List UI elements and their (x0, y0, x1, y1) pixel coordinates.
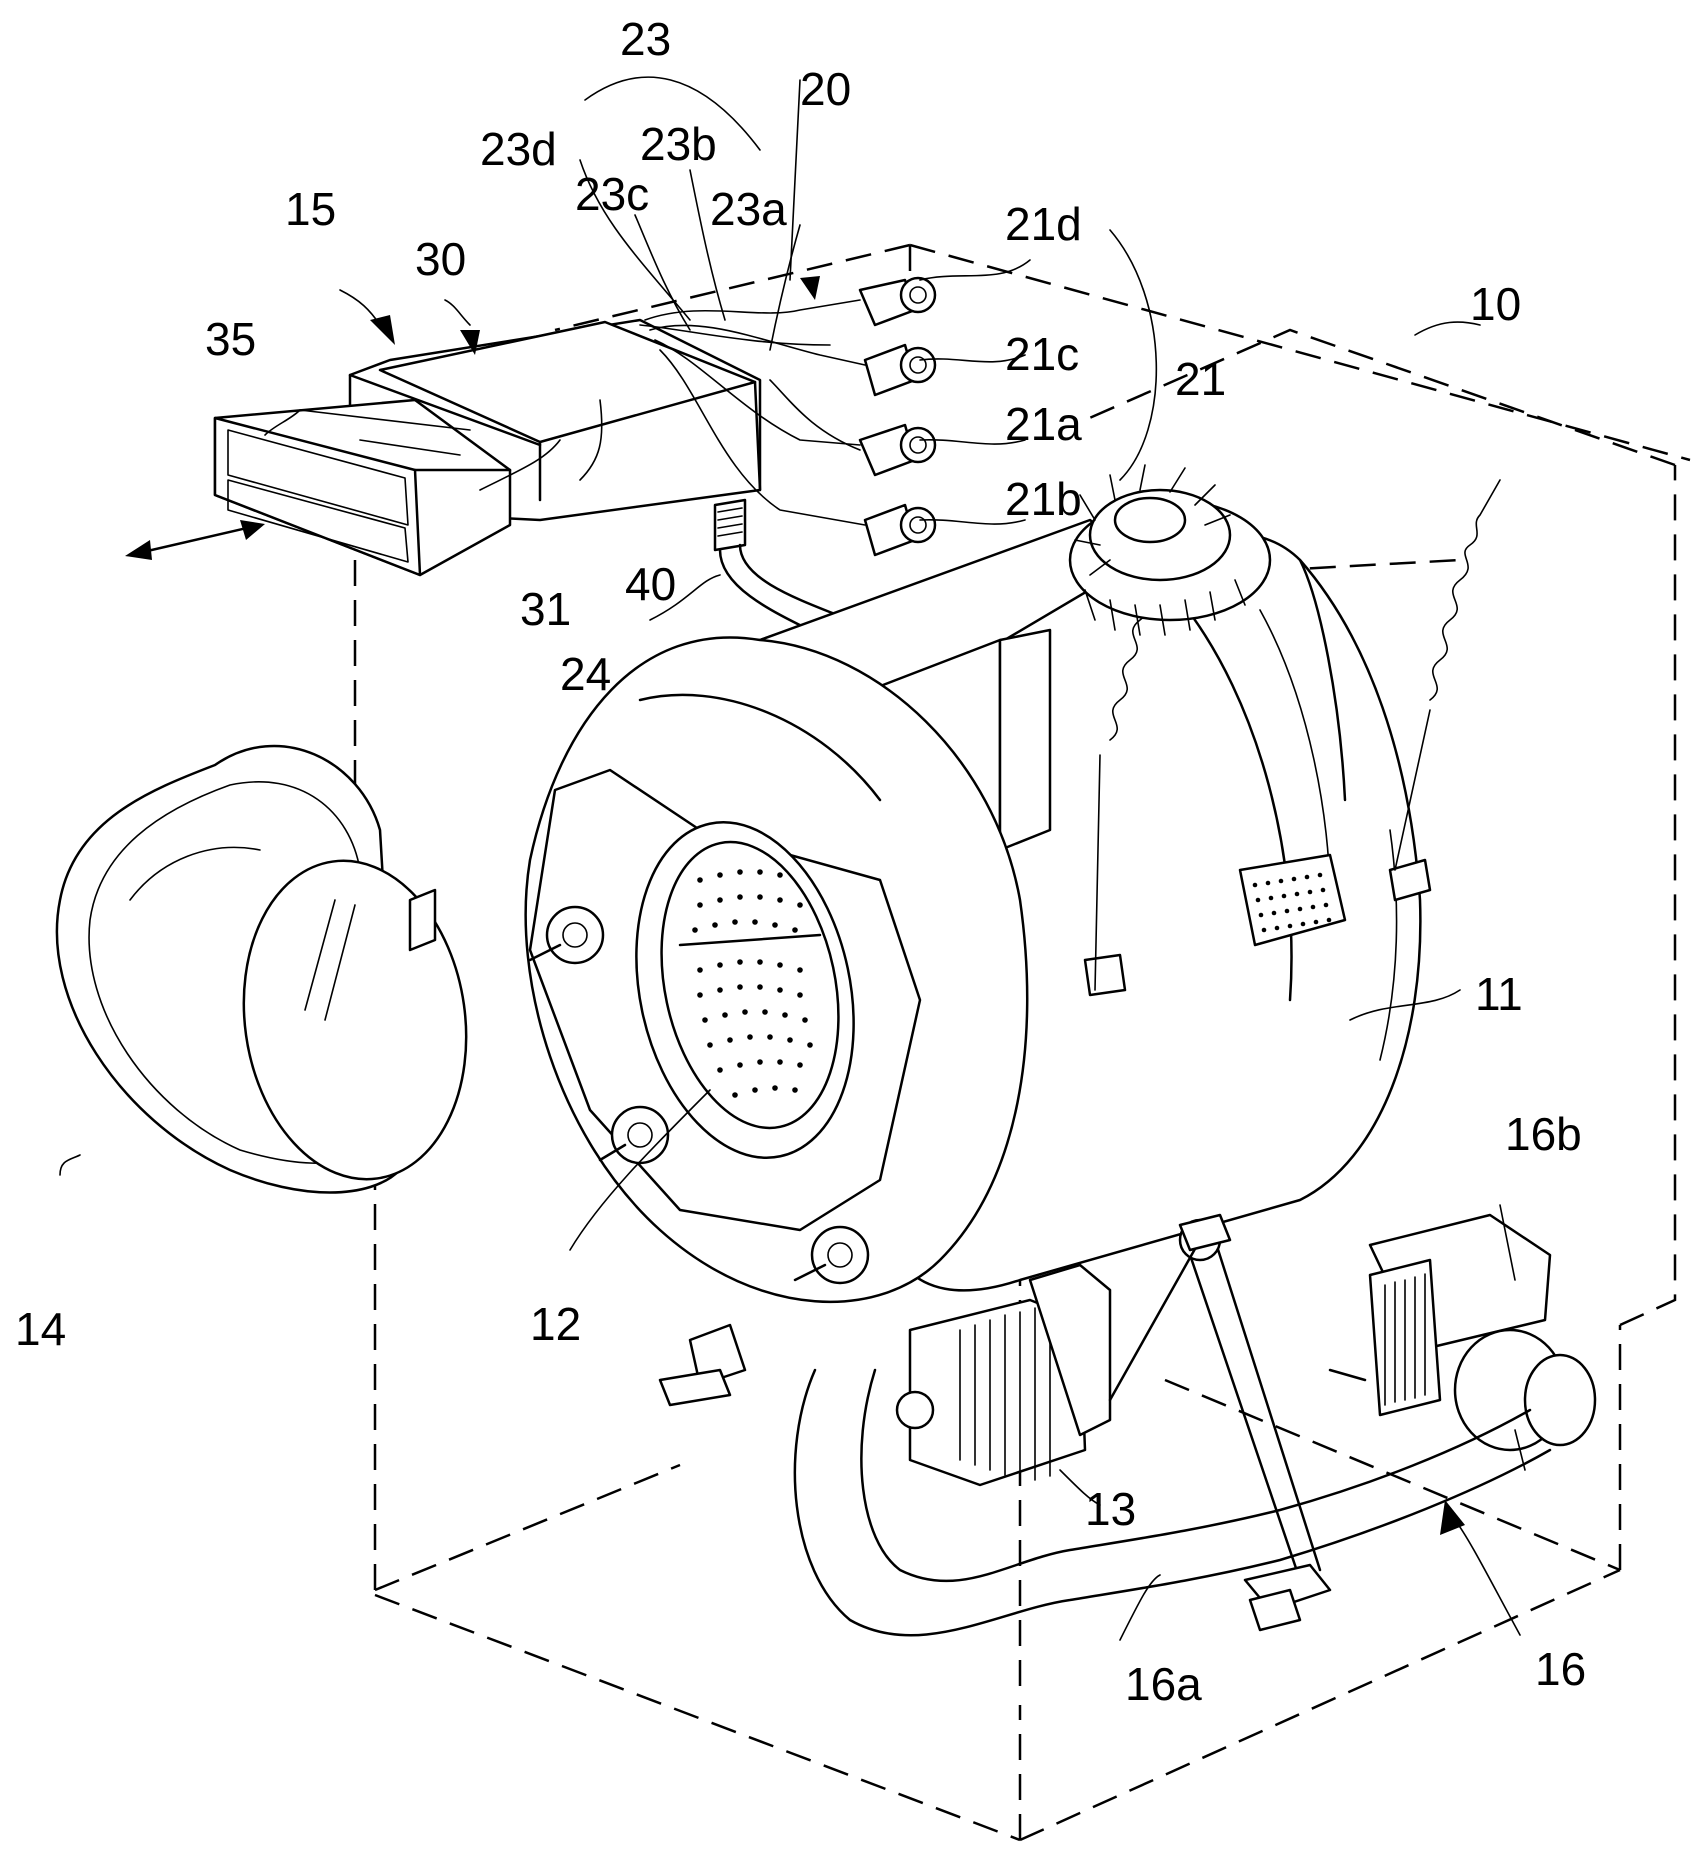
label-23d: 23d (480, 123, 557, 175)
label-16: 16 (1535, 1643, 1586, 1695)
valve-21a (860, 425, 935, 475)
label-35: 35 (205, 313, 256, 365)
label-21d: 21d (1005, 198, 1082, 250)
label-31: 31 (520, 583, 571, 635)
label-12: 12 (530, 1298, 581, 1350)
label-14: 14 (15, 1303, 66, 1355)
label-11: 11 (1475, 968, 1523, 1020)
motor (897, 1265, 1110, 1485)
valve-group (860, 278, 935, 555)
label-16b: 16b (1505, 1108, 1582, 1160)
label-23a: 23a (710, 183, 787, 235)
label-15: 15 (285, 183, 336, 235)
label-23c: 23c (575, 168, 649, 220)
label-13: 13 (1085, 1483, 1136, 1535)
label-21b: 21b (1005, 473, 1082, 525)
drawer-motion-arrow (125, 520, 265, 560)
damper (1110, 1220, 1330, 1630)
label-21c: 21c (1005, 328, 1079, 380)
valve-21c (865, 345, 935, 395)
valve-21d (860, 278, 935, 325)
label-24: 24 (560, 648, 611, 700)
door[interactable] (57, 746, 486, 1194)
label-16a: 16a (1125, 1658, 1202, 1710)
label-23b: 23b (640, 118, 717, 170)
valve-21b (865, 505, 935, 555)
label-20: 20 (800, 63, 851, 115)
label-21a: 21a (1005, 398, 1082, 450)
label-10: 10 (1470, 278, 1521, 330)
label-30: 30 (415, 233, 466, 285)
label-23: 23 (620, 13, 671, 65)
label-21: 21 (1175, 353, 1226, 405)
label-40: 40 (625, 558, 676, 610)
drain-pump (1330, 1215, 1595, 1450)
